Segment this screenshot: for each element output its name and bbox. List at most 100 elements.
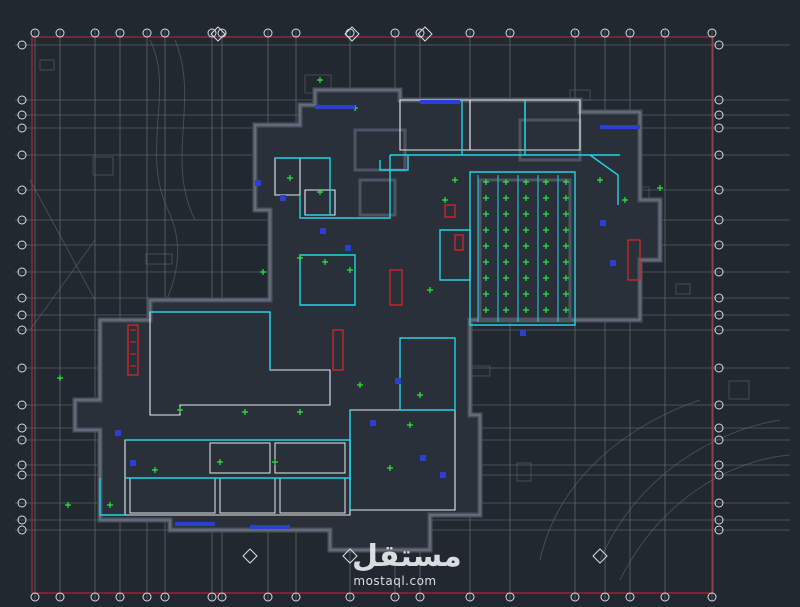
grid-bubble-icon (115, 28, 125, 38)
site-block (145, 253, 173, 265)
air-terminals (57, 77, 663, 508)
site-block (728, 380, 750, 400)
diffuser-icon (217, 459, 223, 465)
grid-bubble-icon (30, 592, 40, 602)
grid-bubble-icon (263, 592, 273, 602)
grid-bubble-icon (17, 40, 27, 50)
duct-run (275, 157, 331, 216)
grid-bubble-icon (714, 460, 724, 470)
grid-bubble-icon (660, 28, 670, 38)
grid-bubble-icon (17, 110, 27, 120)
diffuser-icon (543, 275, 549, 281)
diffuser-icon (260, 269, 266, 275)
diffuser-icon (543, 259, 549, 265)
grid-bubble-icon (160, 592, 170, 602)
grid-bubble-icon (714, 423, 724, 433)
diffuser-icon (442, 197, 448, 203)
grid-bubble-icon (570, 28, 580, 38)
room-outline (209, 442, 271, 474)
diffuser-icon (287, 175, 293, 181)
diffuser-icon (563, 179, 569, 185)
site-curve (539, 399, 701, 561)
grid-bubble-icon (160, 28, 170, 38)
diffuser-icon (297, 255, 303, 261)
diffuser-icon (483, 211, 489, 217)
site-curve (29, 179, 96, 301)
grid-bubble-icon (714, 95, 724, 105)
grid-bubble-icon (714, 325, 724, 335)
supply-ductwork (99, 100, 620, 516)
grid-bubble-icon (17, 215, 27, 225)
duct-run (299, 254, 356, 306)
grid-bubble-icon (17, 435, 27, 445)
grid-bubble-icon (660, 592, 670, 602)
diffuser-icon (563, 211, 569, 217)
diffuser-icon (503, 179, 509, 185)
diffuser-icon (483, 243, 489, 249)
grid-bubble-icon (714, 498, 724, 508)
duct-run (379, 155, 409, 171)
diffuser-icon (543, 211, 549, 217)
grid-bubble-icon (600, 592, 610, 602)
room-outline (304, 189, 336, 216)
diffuser-icon (483, 291, 489, 297)
north-arrow-icon (242, 548, 258, 564)
diffuser-icon (177, 407, 183, 413)
grid-bubble-icon (415, 592, 425, 602)
terminal-unit (280, 195, 286, 201)
grid-bubble-icon (714, 267, 724, 277)
terminal-unit (320, 228, 326, 234)
grille-strip (600, 125, 640, 129)
grid-bubble-icon (714, 215, 724, 225)
diffuser-icon (483, 307, 489, 313)
grid-bubble-icon (17, 363, 27, 373)
grid-bubble-icon (714, 40, 724, 50)
grid-bubble-icon (30, 28, 40, 38)
diffuser-icon (563, 227, 569, 233)
diffuser-icon (503, 291, 509, 297)
diffuser-icon (563, 243, 569, 249)
grid-bubble-icon (714, 525, 724, 535)
grid-bubble-icon (714, 310, 724, 320)
site-block (92, 156, 114, 176)
grid-bubble-icon (90, 592, 100, 602)
diffuser-icon (483, 179, 489, 185)
site-curve (149, 39, 179, 331)
grid-bubble-icon (17, 95, 27, 105)
grid-bubble-icon (55, 592, 65, 602)
diffuser-icon (503, 195, 509, 201)
diffuser-icon (57, 375, 63, 381)
terminal-unit (520, 330, 526, 336)
grid-bubble-icon (291, 28, 301, 38)
fire-damper-icon (332, 329, 344, 371)
diffuser-icon (523, 179, 529, 185)
grid-bubble-icon (390, 28, 400, 38)
diffuser-icon (622, 197, 628, 203)
terminal-unit (255, 180, 261, 186)
grid-bubble-icon (714, 185, 724, 195)
terminal-unit (610, 260, 616, 266)
grid-bubble-icon (714, 363, 724, 373)
fire-damper-icon (389, 269, 403, 306)
site-curve (29, 239, 96, 331)
diffuser-icon (503, 307, 509, 313)
grid-bubble-icon (207, 28, 217, 38)
grid-bubble-icon (142, 592, 152, 602)
grid-bubble-icon (415, 28, 425, 38)
diffuser-icon (417, 392, 423, 398)
diffuser-icon (272, 459, 278, 465)
diffuser-icon (322, 259, 328, 265)
grid-bubble-icon (17, 525, 27, 535)
north-arrow-icon (417, 26, 433, 42)
diffuser-icon (503, 211, 509, 217)
fire-damper-icon (627, 239, 641, 281)
drawing-frame (31, 36, 714, 594)
grid-bubble-icon (17, 515, 27, 525)
core-wall (358, 178, 397, 217)
grid-bubble-icon (714, 515, 724, 525)
grid-bubble-icon (714, 240, 724, 250)
terminal-unit (600, 220, 606, 226)
grid-bubble-icon (17, 423, 27, 433)
diffuser-icon (152, 467, 158, 473)
duct-run (399, 337, 456, 411)
